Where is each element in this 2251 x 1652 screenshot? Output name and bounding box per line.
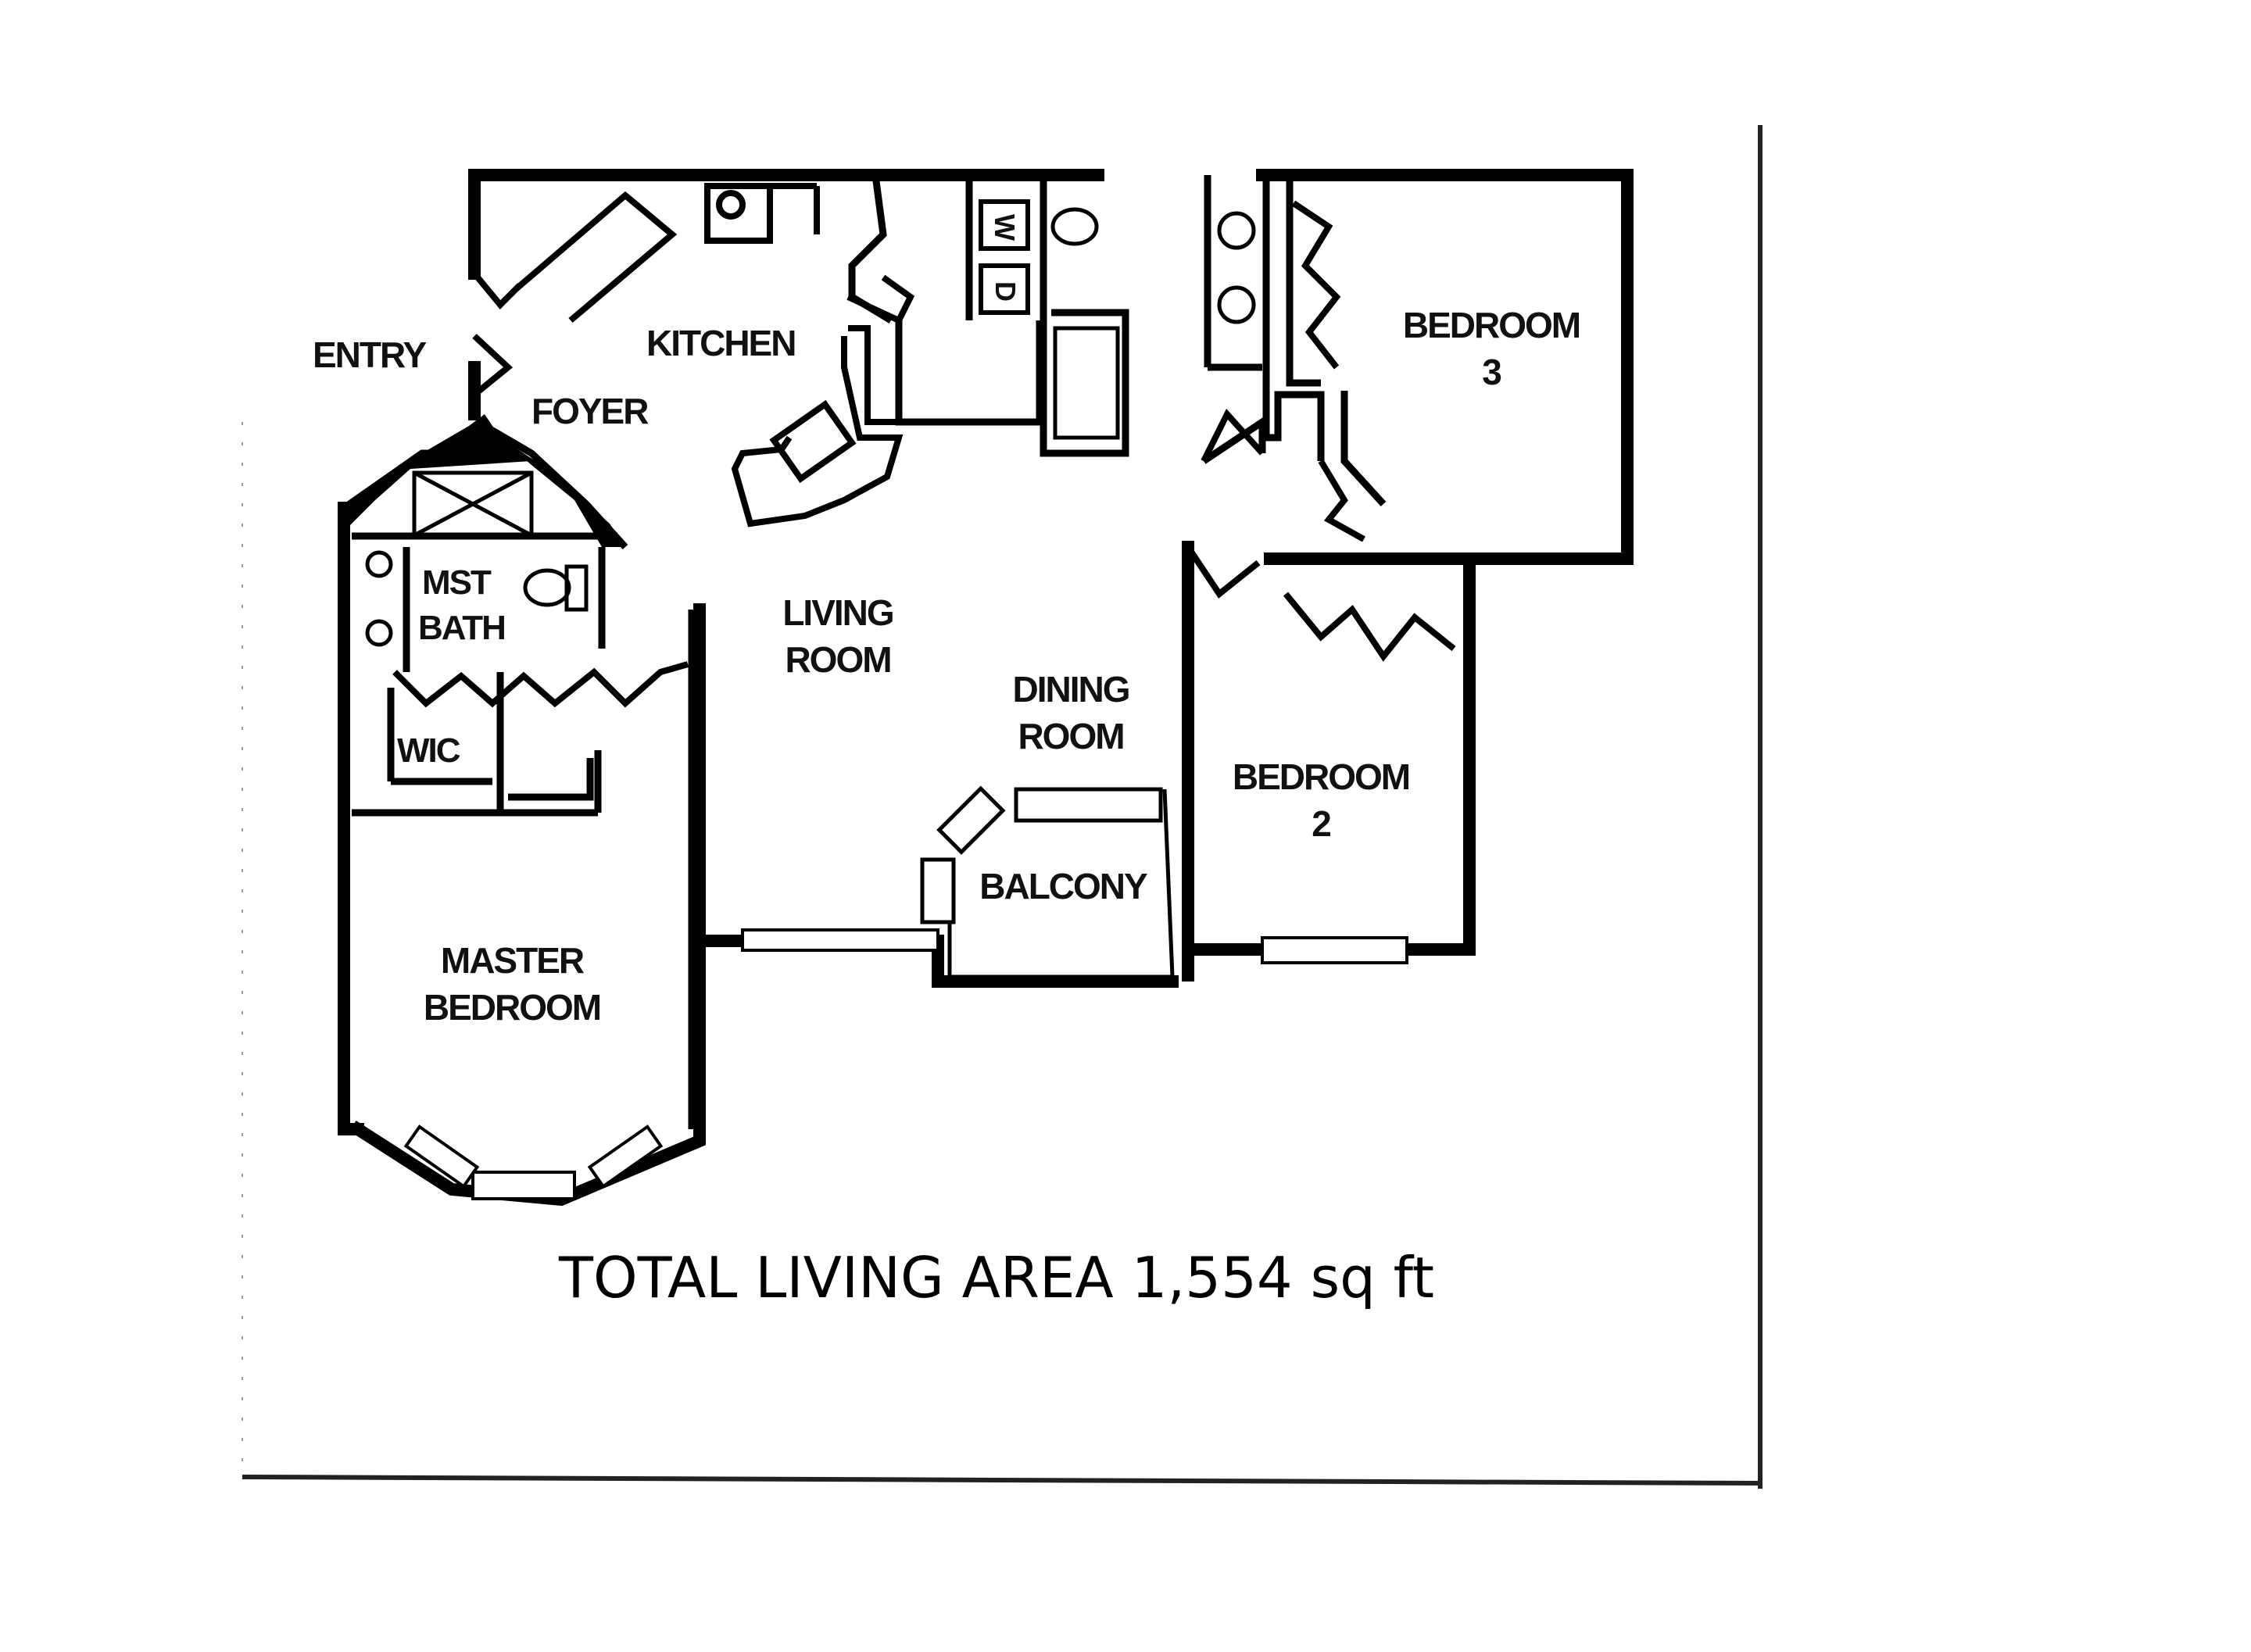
bath2-door: [1201, 408, 1265, 463]
bedroom3-door: [1318, 459, 1365, 542]
master-bath-fixtures: [365, 550, 589, 647]
master-window-center: [471, 1171, 576, 1200]
range: [704, 183, 773, 244]
frame: [242, 125, 1763, 1489]
washer-label: W: [989, 214, 1021, 241]
label-bedroom3: BEDROOM: [1403, 305, 1580, 345]
balcony-rail-corner: [936, 785, 1006, 855]
laundry-closet: [895, 320, 1043, 426]
label-mst: MST: [422, 563, 492, 602]
hall-closet-wall: [1286, 175, 1321, 387]
entry-door: [471, 271, 522, 309]
label-living-room: ROOM: [785, 639, 890, 680]
bath2-toilet: [1050, 207, 1099, 246]
bath2-right-wall: [1262, 175, 1325, 461]
label-master: MASTER: [441, 940, 585, 981]
roof-fill-left: [344, 414, 531, 531]
kitchen-counter-top: [514, 191, 678, 324]
master-suite-outer-wall: [338, 502, 364, 1135]
label-dining: DINING: [1013, 669, 1129, 710]
top-exterior-wall-right: [1256, 169, 1634, 565]
sink-2: [365, 619, 393, 647]
pantry-door: [846, 274, 915, 325]
bedroom2-right-wall: [1342, 552, 1476, 956]
roof-fill-right: [500, 438, 625, 547]
balcony-rail-left: [920, 857, 956, 924]
walls: [338, 169, 1634, 1207]
dryer-label: D: [990, 281, 1022, 301]
island-sink: [769, 399, 857, 484]
bedroom3-left-wall: [1340, 391, 1387, 507]
master-bay-wall: [349, 603, 706, 1207]
shower: [412, 470, 534, 538]
living-window: [741, 928, 939, 952]
label-bath: BATH: [418, 609, 505, 647]
sink-1: [365, 550, 393, 578]
foyer-door: [472, 334, 514, 398]
windows: [403, 928, 1408, 1200]
label-dining-room: ROOM: [1018, 716, 1123, 756]
bedroom2-door: [1185, 545, 1261, 599]
bedroom2-closet-doors: [1283, 592, 1456, 662]
master-bath-roof: [344, 414, 625, 547]
toilet-bowl: [523, 568, 571, 607]
vanity-sink-1: [1217, 211, 1256, 250]
label-balcony: BALCONY: [979, 866, 1147, 906]
door-swings: [471, 271, 1365, 599]
kitchen: [514, 183, 904, 527]
kitchen-island: [731, 336, 904, 527]
bath2-wall: [1040, 175, 1129, 457]
washer: [979, 199, 1030, 251]
hall-wall: [1201, 415, 1266, 464]
bedroom3-closet-doors: [1291, 200, 1341, 370]
bath2-fixtures: [1050, 207, 1256, 440]
frame-bottom-edge: [242, 1475, 1763, 1486]
label-bedroom3-num: 3: [1482, 352, 1501, 392]
closet-rod: [508, 758, 594, 801]
label-living: LIVING: [782, 592, 893, 633]
top-exterior-wall: [468, 169, 1104, 280]
dryer: [979, 263, 1030, 315]
master-window-left: [403, 1125, 480, 1189]
label-bedroom2: BEDROOM: [1233, 756, 1409, 797]
bedroom2-window: [1261, 936, 1408, 964]
label-master-bedroom: BEDROOM: [424, 987, 600, 1028]
toilet-tank: [564, 564, 589, 612]
bifold-doors: [392, 200, 1456, 708]
master-closet-doors: [392, 661, 689, 708]
bath2-tub: [1053, 326, 1120, 440]
label-bedroom2-num: 2: [1312, 803, 1330, 844]
range-burner: [716, 190, 746, 220]
label-kitchen: KITCHEN: [646, 323, 795, 363]
shower-x2: [413, 470, 533, 538]
laundry: [979, 199, 1030, 315]
shower-box: [412, 470, 534, 538]
kitchen-counter-right: [848, 325, 899, 425]
balcony-outline: [947, 788, 1175, 979]
balcony: [920, 785, 1175, 979]
label-foyer: FOYER: [531, 391, 649, 431]
label-wic: WIC: [397, 731, 460, 770]
label-entry: ENTRY: [313, 334, 427, 375]
room-labels: ENTRY FOYER KITCHEN BEDROOM 3 MST BATH W…: [313, 305, 1581, 1028]
vanity-sink-2: [1217, 285, 1256, 324]
balcony-rail-top: [1014, 787, 1163, 823]
total-living-area: TOTAL LIVING AREA 1,554 sq ft: [558, 1245, 1434, 1311]
master-window-right: [587, 1125, 664, 1189]
